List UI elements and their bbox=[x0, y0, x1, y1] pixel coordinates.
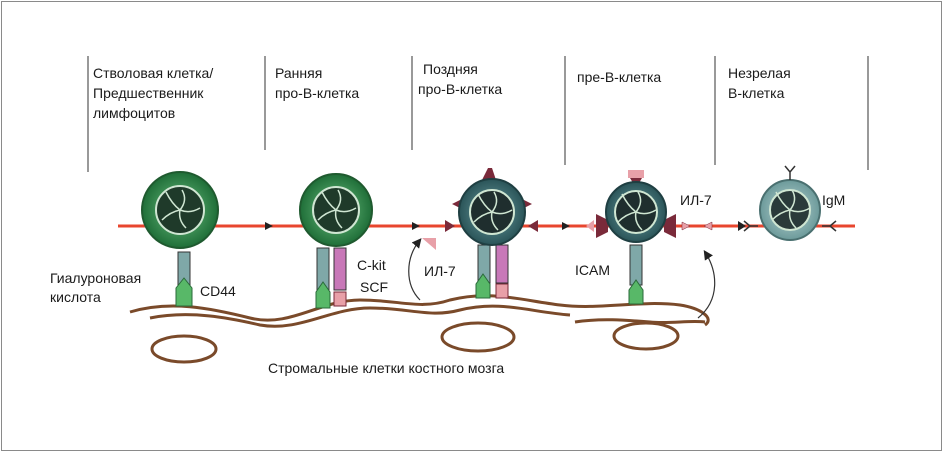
il7-label-2: ИЛ-7 bbox=[680, 192, 712, 208]
icam-label: ICAM bbox=[575, 262, 610, 278]
ckit-label: C-kit bbox=[357, 257, 386, 273]
immature-b-cell bbox=[743, 165, 837, 241]
il7-signal-arrow-2 bbox=[697, 249, 716, 319]
stage-5-title: Незрелая В-клетка bbox=[728, 65, 795, 101]
stage-dividers bbox=[87, 56, 869, 172]
scf-label: SCF bbox=[360, 279, 388, 295]
stage-2-title: Ранняя про-В-клетка bbox=[275, 65, 359, 101]
hyaluronic-acid-label: Гиалуроновая кислота bbox=[50, 270, 145, 305]
stage-1-title: Стволовая клетка/ Предшественник лимфоци… bbox=[93, 65, 217, 121]
pre-b-cell bbox=[586, 170, 713, 305]
stem-cell bbox=[141, 171, 219, 307]
il7-signal-arrow-1 bbox=[408, 238, 422, 301]
igm-label: IgM bbox=[822, 192, 845, 208]
stage-titles: Стволовая клетка/ Предшественник лимфоци… bbox=[93, 61, 795, 121]
cd44-label: CD44 bbox=[200, 283, 236, 299]
il7-label-1: ИЛ-7 bbox=[424, 263, 456, 279]
late-pro-b-cell bbox=[422, 168, 538, 299]
stroma-label: Стромальные клетки костного мозга bbox=[268, 360, 504, 376]
early-pro-b-cell bbox=[299, 173, 373, 309]
axis-arrowheads bbox=[265, 221, 746, 231]
stage-3-title: Поздняя про-В-клетка bbox=[418, 61, 502, 97]
stage-4-title: пре-В-клетка bbox=[577, 69, 661, 85]
stromal-cells bbox=[129, 294, 710, 364]
igm-receptor-icon bbox=[743, 165, 837, 232]
